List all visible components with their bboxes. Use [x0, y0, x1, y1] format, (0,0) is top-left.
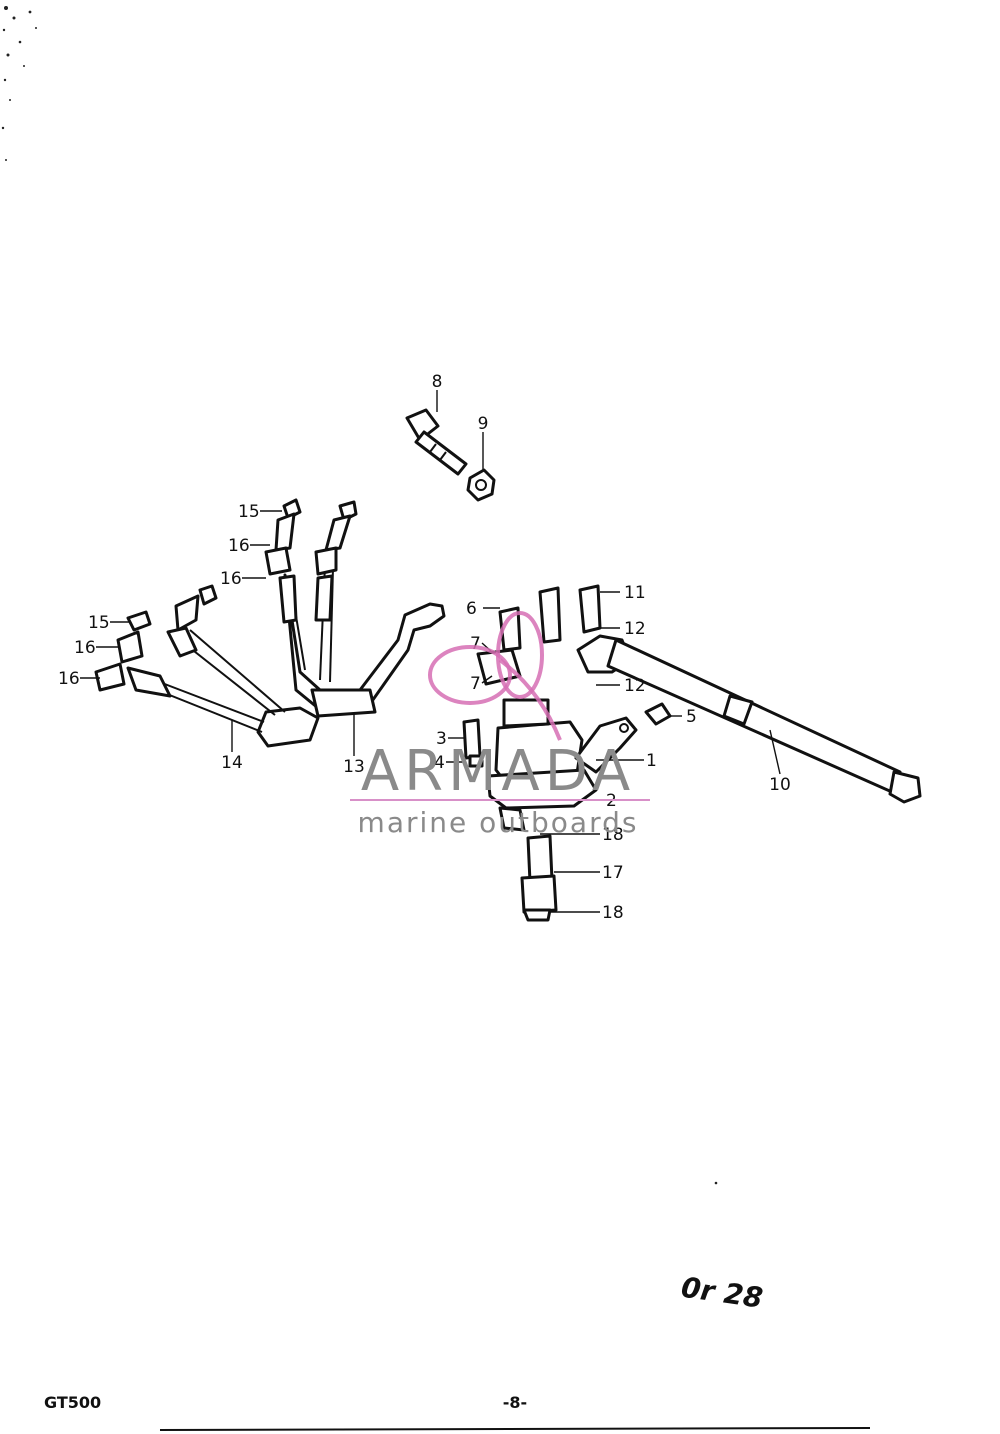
callout-7: 7 [470, 674, 481, 694]
callout-16: 16 [74, 638, 96, 658]
callout-16: 16 [220, 569, 242, 589]
callout-9: 9 [478, 414, 489, 434]
watermark-tagline: marine outboards [358, 806, 639, 839]
footer-model: GT500 [44, 1393, 101, 1412]
callout-7: 7 [470, 634, 481, 654]
callout-12: 12 [624, 676, 646, 696]
callout-15: 15 [238, 502, 260, 522]
part-10-cable [576, 584, 922, 804]
callout-16: 16 [228, 536, 250, 556]
callout-5: 5 [686, 707, 697, 727]
footer-rule [159, 1427, 871, 1431]
part-14-cable [94, 584, 320, 748]
footer-page-number: -8- [503, 1393, 527, 1412]
callout-13: 13 [343, 757, 365, 777]
callout-16: 16 [58, 669, 80, 689]
callout-12: 12 [624, 619, 646, 639]
scan-speckle [1, 6, 718, 1185]
callout-labels: 8 9 15 16 16 15 16 16 14 13 10 11 12 12 … [58, 372, 791, 923]
callout-14: 14 [221, 753, 243, 773]
callout-1: 1 [646, 751, 657, 771]
stamp-reference: 0r 28 [679, 1271, 765, 1315]
callout-6: 6 [466, 599, 477, 619]
callout-10: 10 [769, 775, 791, 795]
callout-15: 15 [88, 613, 110, 633]
callout-11: 11 [624, 583, 646, 603]
watermark: ARMADA marine outboards [350, 611, 650, 839]
part-8-bolt [405, 408, 468, 476]
callout-18: 18 [602, 825, 624, 845]
part-9-nut [466, 468, 496, 502]
callout-8: 8 [432, 372, 443, 392]
part-13-cable [264, 498, 446, 718]
watermark-brand: ARMADA [361, 739, 635, 804]
watermark-logo [428, 611, 562, 741]
callout-18: 18 [602, 903, 624, 923]
part-5-cap [644, 702, 672, 726]
callout-17: 17 [602, 863, 624, 883]
part-17-drive-gear [520, 834, 558, 922]
callout-4: 4 [434, 753, 445, 773]
callout-3: 3 [436, 729, 447, 749]
